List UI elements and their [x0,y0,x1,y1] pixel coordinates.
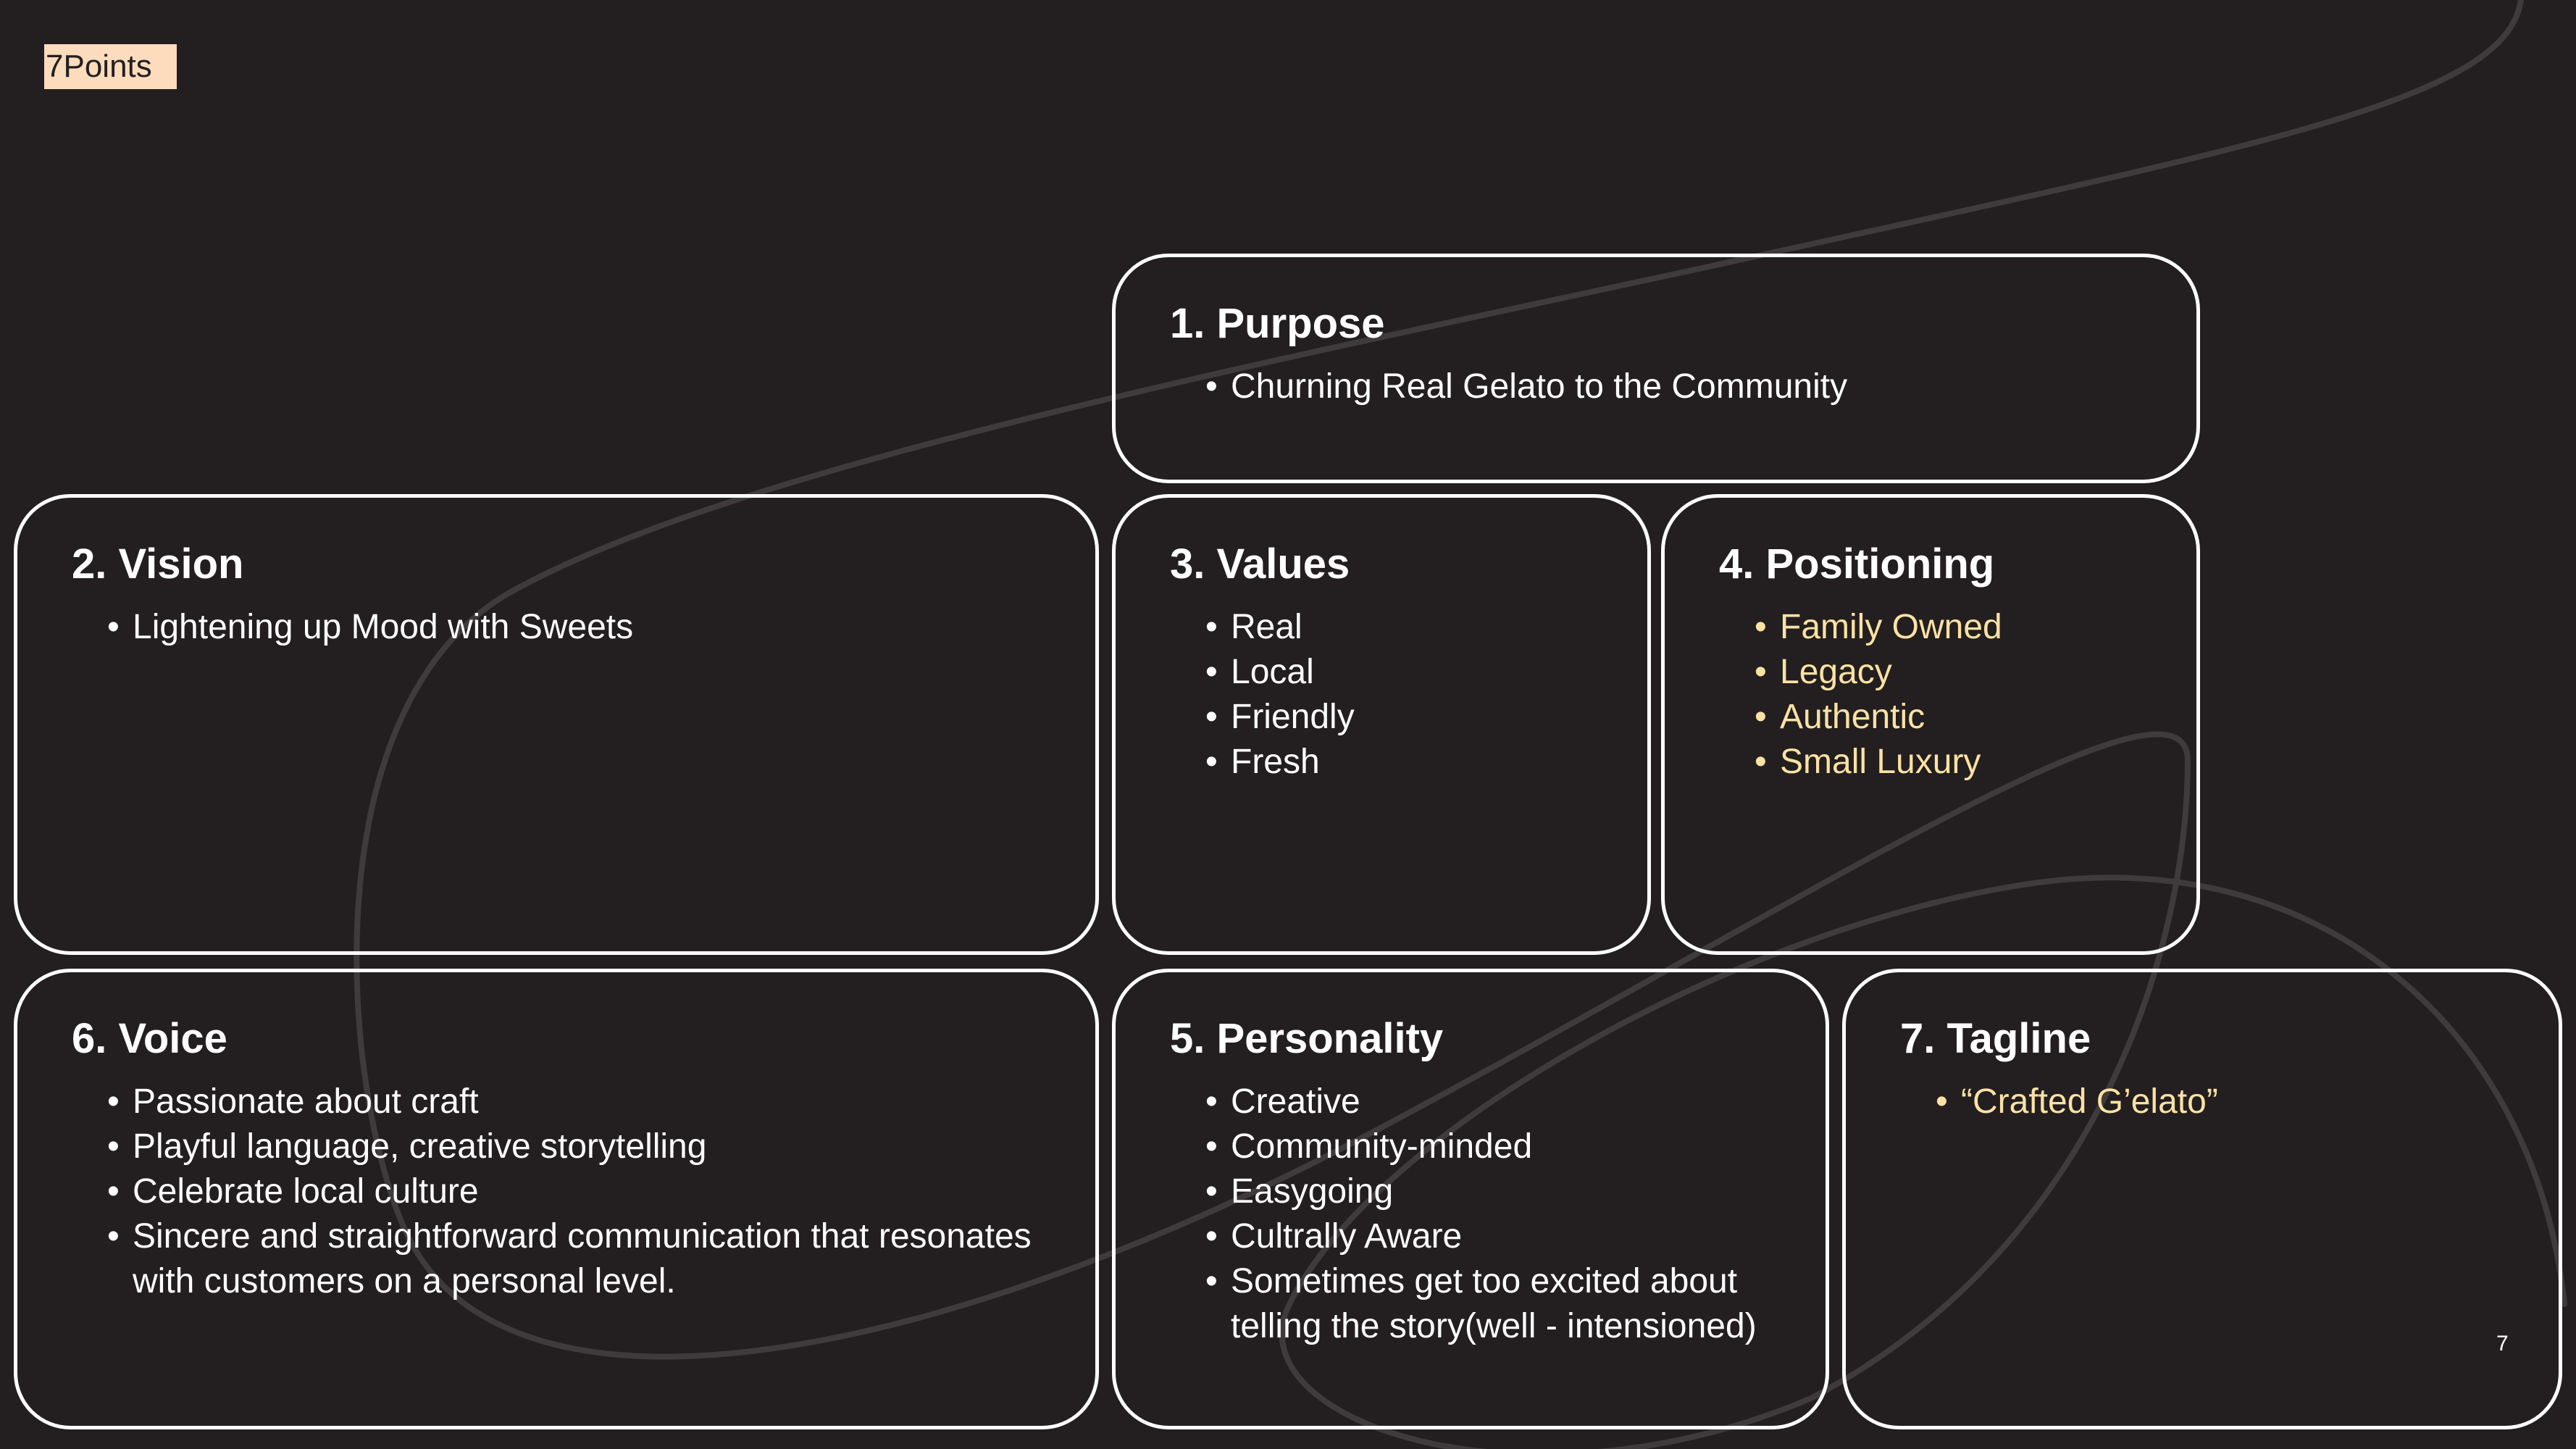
voice-card: 6. Voice Passionate about craft Playful … [14,969,1099,1429]
section-tag: 7Points [44,44,177,89]
personality-item: Community-minded [1205,1124,1770,1169]
personality-list: Creative Community-minded Easygoing Cult… [1170,1080,1770,1349]
values-title: 3. Values [1170,540,1350,588]
purpose-item: Churning Real Gelato to the Community [1205,364,2196,409]
voice-item: Passionate about craft [107,1080,1071,1124]
personality-item: Sometimes get too excited about telling … [1205,1259,1770,1349]
positioning-item: Family Owned [1755,605,2196,650]
vision-list: Lightening up Mood with Sweets [72,605,1095,650]
vision-item: Lightening up Mood with Sweets [107,605,1095,650]
personality-item: Cultrally Aware [1205,1214,1770,1259]
values-list: Real Local Friendly Fresh [1170,605,1647,785]
values-card: 3. Values Real Local Friendly Fresh [1112,494,1651,955]
voice-list: Passionate about craft Playful language,… [72,1080,1071,1304]
tagline-item: “Crafted G’elato” [1936,1080,2559,1124]
values-item: Local [1205,650,1647,695]
voice-item: Sincere and straightforward communicatio… [107,1214,1071,1304]
purpose-title: 1. Purpose [1170,300,1385,347]
voice-item: Celebrate local culture [107,1169,1071,1214]
tagline-title: 7. Tagline [1900,1015,2091,1062]
page-number: 7 [2496,1332,2509,1356]
purpose-list: Churning Real Gelato to the Community [1170,364,2196,409]
values-item: Real [1205,605,1647,650]
purpose-card: 1. Purpose Churning Real Gelato to the C… [1112,254,2200,483]
personality-title: 5. Personality [1170,1015,1444,1062]
personality-item: Easygoing [1205,1169,1770,1214]
personality-item: Creative [1205,1080,1770,1124]
vision-title: 2. Vision [72,540,244,588]
positioning-card: 4. Positioning Family Owned Legacy Authe… [1661,494,2200,955]
positioning-list: Family Owned Legacy Authentic Small Luxu… [1719,605,2196,785]
positioning-item: Small Luxury [1755,740,2196,785]
values-item: Fresh [1205,740,1647,785]
positioning-item: Legacy [1755,650,2196,695]
positioning-title: 4. Positioning [1719,540,1995,588]
vision-card: 2. Vision Lightening up Mood with Sweets [14,494,1099,955]
personality-card: 5. Personality Creative Community-minded… [1112,969,1829,1429]
positioning-item: Authentic [1755,695,2196,740]
voice-item: Playful language, creative storytelling [107,1124,1071,1169]
tagline-list: “Crafted G’elato” [1900,1080,2559,1124]
tagline-card: 7. Tagline “Crafted G’elato” [1842,969,2562,1429]
values-item: Friendly [1205,695,1647,740]
voice-title: 6. Voice [72,1015,227,1062]
